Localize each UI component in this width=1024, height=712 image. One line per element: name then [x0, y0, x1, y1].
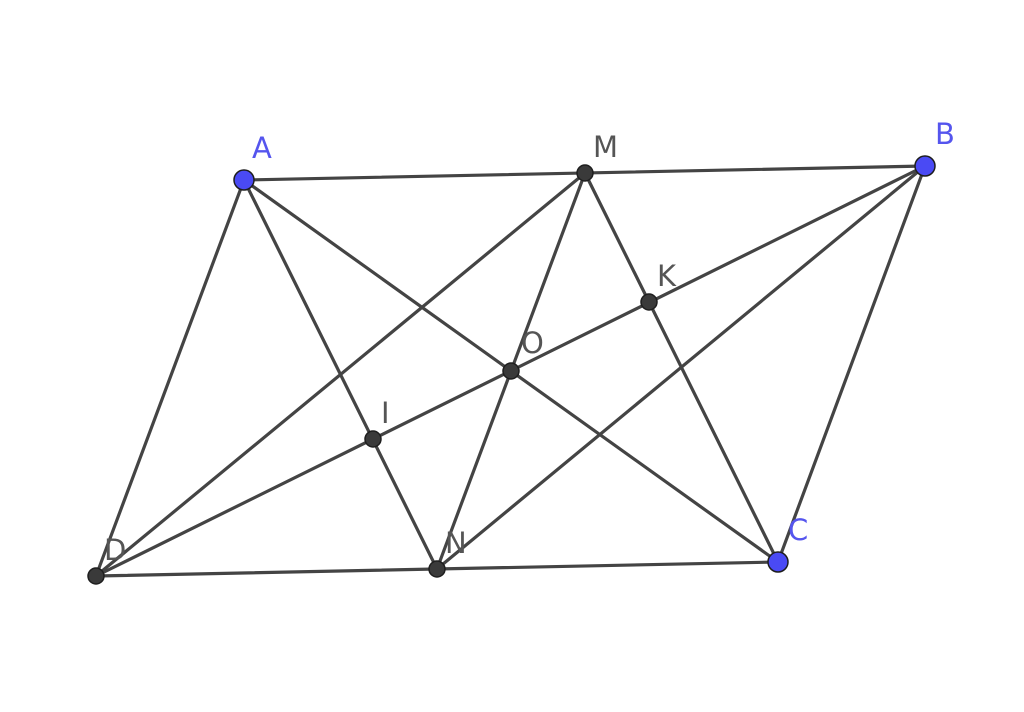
- label-a: A: [252, 131, 272, 165]
- point-a[interactable]: [233, 169, 255, 191]
- point-o[interactable]: [502, 362, 520, 380]
- labels-layer: A B C D M N O I K: [104, 117, 955, 567]
- segment-dm: [94, 171, 587, 578]
- segment-nb: [435, 164, 927, 571]
- points-layer: [87, 155, 936, 585]
- label-c: C: [788, 513, 808, 547]
- segment-da: [94, 178, 246, 578]
- label-b: B: [935, 117, 955, 151]
- point-c[interactable]: [767, 551, 789, 573]
- point-b[interactable]: [914, 155, 936, 177]
- point-n[interactable]: [428, 560, 446, 578]
- label-o: O: [521, 326, 544, 360]
- label-m: M: [593, 130, 618, 164]
- point-k[interactable]: [640, 293, 658, 311]
- label-i: I: [381, 396, 390, 430]
- segment-bc: [776, 164, 927, 564]
- label-k: K: [657, 259, 677, 293]
- label-d: D: [104, 533, 126, 567]
- label-n: N: [445, 526, 467, 560]
- point-d[interactable]: [87, 567, 105, 585]
- point-m[interactable]: [576, 164, 594, 182]
- point-i[interactable]: [364, 430, 382, 448]
